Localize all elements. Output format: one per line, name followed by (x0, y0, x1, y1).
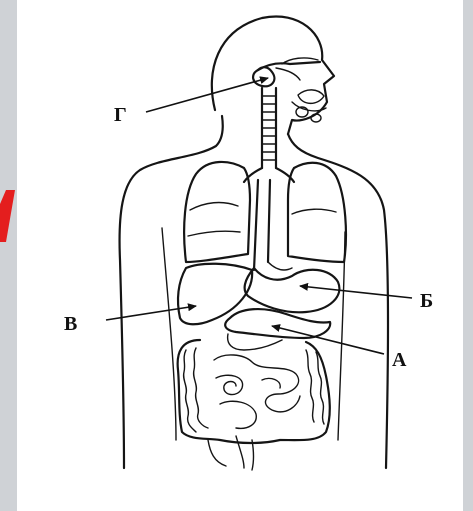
pointer-G (146, 78, 268, 112)
label-A: А (392, 349, 407, 371)
liver-V (178, 264, 252, 325)
label-B: Б (420, 290, 433, 312)
trachea (244, 88, 294, 182)
label-G: Г (114, 104, 127, 126)
pancreas-A (225, 309, 330, 350)
label-pointers (106, 78, 412, 354)
esophagus (254, 180, 270, 270)
red-slash-mark (0, 190, 15, 242)
pharynx-G (253, 62, 320, 86)
pointer-V (106, 306, 196, 320)
stomach-B (245, 262, 340, 312)
pointer-B (300, 286, 412, 298)
intestines (178, 340, 330, 470)
body-outline (120, 16, 388, 468)
label-V: В (64, 313, 77, 335)
lungs (184, 162, 346, 262)
